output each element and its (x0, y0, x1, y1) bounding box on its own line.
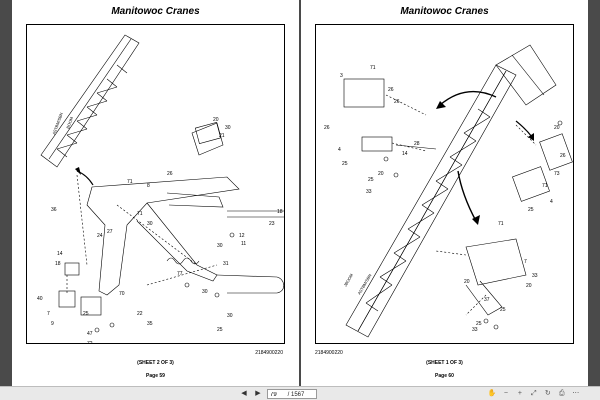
page-60: Manitowoc Cranes (301, 0, 588, 386)
svg-text:3: 3 (340, 73, 343, 79)
svg-text:40: 40 (37, 296, 43, 302)
document-viewer: Manitowoc Cranes (12, 0, 588, 386)
svg-text:71: 71 (137, 211, 143, 217)
zoom-out-icon[interactable]: − (503, 390, 508, 397)
svg-text:25: 25 (83, 311, 89, 317)
svg-text:23: 23 (269, 221, 275, 227)
svg-text:24: 24 (97, 233, 103, 239)
svg-text:30: 30 (147, 221, 153, 227)
svg-text:12: 12 (239, 233, 245, 239)
current-page-input[interactable] (270, 391, 286, 398)
svg-text:31: 31 (223, 261, 229, 267)
next-page-button[interactable]: ▶ (255, 390, 261, 397)
svg-text:26: 26 (560, 153, 566, 159)
page-59: Manitowoc Cranes (12, 0, 299, 386)
svg-text:28: 28 (414, 141, 420, 147)
svg-text:47: 47 (87, 331, 93, 337)
svg-text:7: 7 (524, 259, 527, 265)
svg-text:27: 27 (107, 229, 113, 235)
svg-text:33: 33 (366, 189, 372, 195)
page-number: Page 60 (435, 373, 454, 379)
svg-text:30: 30 (202, 289, 208, 295)
svg-text:14: 14 (402, 151, 408, 157)
svg-text:72: 72 (87, 341, 93, 343)
more-icon[interactable]: ⋯ (572, 390, 580, 397)
svg-text:37: 37 (484, 297, 490, 303)
svg-text:30: 30 (225, 125, 231, 131)
svg-text:26: 26 (388, 87, 394, 93)
hand-icon[interactable]: ✋ (487, 390, 497, 397)
svg-text:36: 36 (51, 207, 57, 213)
part-number: 2184900220 (315, 350, 343, 356)
svg-text:11: 11 (241, 241, 246, 247)
svg-text:33: 33 (532, 273, 538, 279)
viewer-toolbar: ◀ ▶ / 1567 ✋ − + ⤢ ↻ ⎙ ⋯ (0, 386, 600, 400)
rotate-icon[interactable]: ↻ (544, 390, 551, 397)
svg-text:18: 18 (55, 261, 61, 267)
prev-page-button[interactable]: ◀ (241, 390, 247, 397)
svg-text:71: 71 (498, 221, 504, 227)
svg-text:71: 71 (542, 183, 548, 189)
svg-text:20: 20 (554, 125, 560, 131)
svg-text:25: 25 (217, 327, 223, 333)
svg-text:JBOOM: JBOOM (343, 273, 354, 288)
svg-text:14: 14 (57, 251, 63, 257)
zoom-in-icon[interactable]: + (517, 390, 522, 397)
svg-text:20: 20 (213, 117, 219, 123)
svg-text:26: 26 (167, 171, 173, 177)
svg-text:33: 33 (472, 327, 478, 333)
sheet-label: (SHEET 1 OF 3) (426, 360, 463, 366)
svg-text:77: 77 (177, 271, 183, 277)
svg-text:26: 26 (324, 125, 330, 131)
svg-text:25: 25 (500, 307, 506, 313)
svg-text:20: 20 (526, 283, 532, 289)
svg-text:25: 25 (528, 207, 534, 213)
part-number: 2184900220 (255, 350, 283, 356)
svg-text:20: 20 (464, 279, 470, 285)
svg-text:71: 71 (127, 179, 133, 185)
svg-text:8: 8 (147, 183, 150, 189)
svg-text:35: 35 (147, 321, 153, 327)
page-navigator: / 1567 (267, 388, 317, 399)
total-pages-label: / 1567 (287, 391, 305, 398)
svg-text:9: 9 (51, 321, 54, 327)
svg-text:73: 73 (554, 171, 560, 177)
svg-text:18: 18 (277, 209, 283, 215)
page-title: Manitowoc Cranes (400, 6, 489, 17)
svg-text:25: 25 (368, 177, 374, 183)
svg-text:70: 70 (119, 291, 125, 297)
print-icon[interactable]: ⎙ (558, 390, 565, 397)
svg-text:20: 20 (378, 171, 384, 177)
svg-text:4: 4 (550, 199, 553, 205)
svg-text:4: 4 (338, 147, 341, 153)
page-title: Manitowoc Cranes (111, 6, 200, 17)
toolbar-icons: ✋ − + ⤢ ↻ ⎙ ⋯ (486, 389, 582, 398)
svg-text:21: 21 (219, 133, 225, 139)
svg-text:25: 25 (342, 161, 348, 167)
svg-text:30: 30 (217, 243, 223, 249)
svg-text:ASTBM/SBN: ASTBM/SBN (357, 273, 373, 296)
page-number: Page 59 (146, 373, 165, 379)
svg-text:7: 7 (47, 311, 50, 317)
svg-text:71: 71 (370, 65, 376, 71)
svg-text:25: 25 (476, 321, 482, 327)
fit-icon[interactable]: ⤢ (531, 390, 537, 397)
sheet-label: (SHEET 2 OF 3) (137, 360, 174, 366)
svg-text:30: 30 (227, 313, 233, 319)
svg-text:26: 26 (394, 99, 400, 105)
svg-text:BOOM: BOOM (65, 116, 74, 129)
svg-text:22: 22 (137, 311, 143, 317)
